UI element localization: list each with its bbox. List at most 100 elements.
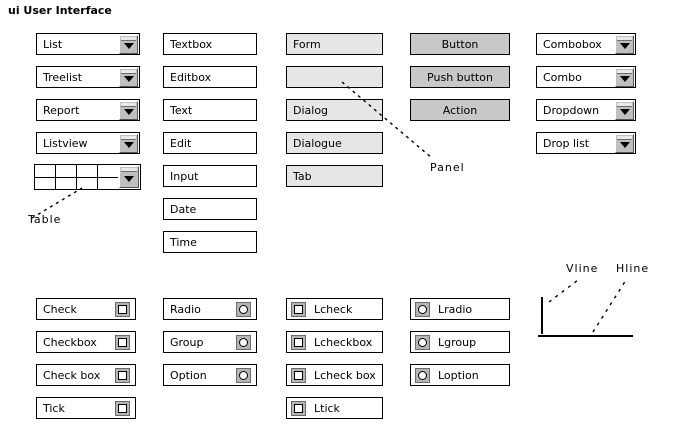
table-leader-line [31,187,83,219]
radio-icon[interactable] [415,301,430,317]
chevron-down-icon[interactable] [119,100,138,120]
widget-radio[interactable]: Radio [163,298,257,320]
vline-annotation-label: Vline [566,262,599,275]
widget-date[interactable]: Date [163,198,257,220]
table-cell[interactable] [35,165,55,177]
widget-label: Option [170,368,207,382]
widget-label: Lradio [438,302,473,316]
widget-lcheck-box[interactable]: Lcheck box [286,364,383,386]
table-cell[interactable] [76,165,97,177]
widget-label: Lcheck [314,302,353,316]
widget-treelist[interactable]: Treelist [36,66,140,88]
table-row [35,165,118,177]
widget-report[interactable]: Report [36,99,140,121]
widget-listview[interactable]: Listview [36,132,140,154]
widget-text[interactable]: Text [163,99,257,121]
widget-input[interactable]: Input [163,165,257,187]
widget-label: Dialogue [293,136,342,150]
widget-label: Group [170,335,204,349]
widget-ltick[interactable]: Ltick [286,397,383,419]
checkbox-icon[interactable] [291,334,306,350]
table-cell[interactable] [55,177,76,189]
widget-label: Report [43,103,80,117]
chevron-down-icon[interactable] [615,34,634,54]
radio-icon[interactable] [236,301,251,317]
widget-label: Check [43,302,77,316]
chevron-down-icon[interactable] [615,67,634,87]
widget-label: Tab [293,169,312,183]
checkbox-icon[interactable] [115,334,130,350]
widget-label: Input [170,169,199,183]
hline-sample [538,335,633,337]
widget-drop-list[interactable]: Drop list [536,132,636,154]
checkbox-icon[interactable] [291,301,306,317]
chevron-down-icon[interactable] [615,100,634,120]
widget-table[interactable] [34,164,141,190]
table-cell[interactable] [76,177,97,189]
vline-sample [541,297,543,334]
checkbox-icon[interactable] [115,301,130,317]
button-push-button[interactable]: Push button [410,66,510,88]
widget-label: Treelist [43,70,83,84]
widget-label: Check box [43,368,101,382]
chevron-down-icon[interactable] [119,166,139,188]
button-label: Action [442,103,478,117]
widget-label: Checkbox [43,335,97,349]
radio-icon[interactable] [415,367,430,383]
widget-check[interactable]: Check [36,298,136,320]
chevron-down-icon[interactable] [119,34,138,54]
widget-lradio[interactable]: Lradio [410,298,510,320]
widget-panel-blank[interactable] [286,66,383,88]
radio-icon[interactable] [415,334,430,350]
button-action[interactable]: Action [410,99,510,121]
widget-lgroup[interactable]: Lgroup [410,331,510,353]
table-cell[interactable] [97,177,118,189]
radio-icon[interactable] [236,367,251,383]
checkbox-icon[interactable] [115,400,130,416]
widget-form[interactable]: Form [286,33,383,55]
checkbox-icon[interactable] [115,367,130,383]
widget-combobox[interactable]: Combobox [536,33,636,55]
widget-time[interactable]: Time [163,231,257,253]
panel-annotation-label: Panel [430,161,465,174]
widget-checkbox[interactable]: Checkbox [36,331,136,353]
widget-check-box[interactable]: Check box [36,364,136,386]
table-grid [35,165,118,189]
widget-dropdown[interactable]: Dropdown [536,99,636,121]
widget-edit[interactable]: Edit [163,132,257,154]
widget-loption[interactable]: Loption [410,364,510,386]
chevron-down-icon[interactable] [119,133,138,153]
widget-option[interactable]: Option [163,364,257,386]
button-label: Push button [427,70,493,84]
widget-dialogue[interactable]: Dialogue [286,132,383,154]
widget-dialog[interactable]: Dialog [286,99,383,121]
widget-tab[interactable]: Tab [286,165,383,187]
widget-tick[interactable]: Tick [36,397,136,419]
checkbox-icon[interactable] [291,400,306,416]
widget-label: Date [170,202,197,216]
widget-lcheck[interactable]: Lcheck [286,298,383,320]
panel-leader-line [341,81,433,159]
widget-label: Time [170,235,197,249]
widget-label: Lcheckbox [314,335,373,349]
hline-annotation-label: Hline [616,262,650,275]
checkbox-icon[interactable] [291,367,306,383]
widget-label: Tick [43,401,65,415]
chevron-down-icon[interactable] [615,133,634,153]
radio-icon[interactable] [236,334,251,350]
table-cell[interactable] [55,165,76,177]
widget-label: Drop list [543,136,590,150]
widget-label: Edit [170,136,192,150]
widget-label: Loption [438,368,479,382]
widget-editbox[interactable]: Editbox [163,66,257,88]
chevron-down-icon[interactable] [119,67,138,87]
widget-label: Textbox [170,37,213,51]
page-title: ui User Interface [8,4,112,17]
widget-group[interactable]: Group [163,331,257,353]
widget-lcheckbox[interactable]: Lcheckbox [286,331,383,353]
widget-list[interactable]: List [36,33,140,55]
widget-textbox[interactable]: Textbox [163,33,257,55]
button-button[interactable]: Button [410,33,510,55]
widget-combo[interactable]: Combo [536,66,636,88]
table-cell[interactable] [97,165,118,177]
